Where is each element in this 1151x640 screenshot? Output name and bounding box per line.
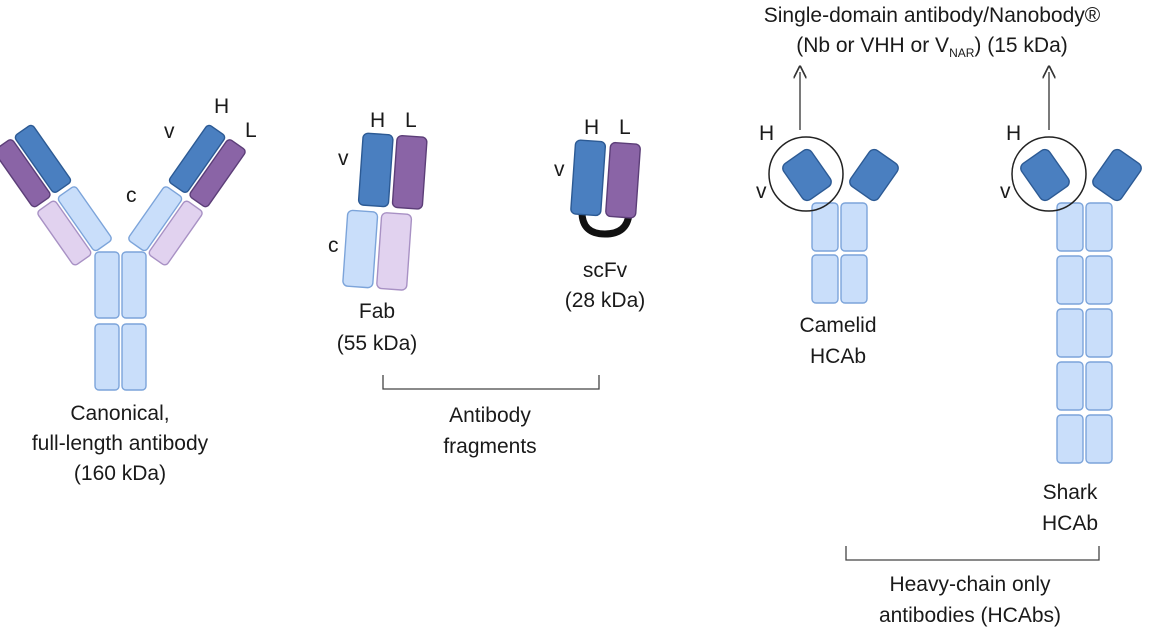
- canonical-h-label: H: [214, 95, 229, 118]
- canonical-c-label: c: [126, 184, 137, 207]
- camelid-caption-1: Camelid: [799, 314, 876, 337]
- camelid-h-label: H: [759, 122, 774, 145]
- camelid-vhh-domain: [782, 148, 832, 202]
- canonical-ch-domain: [94, 251, 120, 319]
- fab-l-label: L: [405, 109, 417, 132]
- shark-ch-domain: [1085, 308, 1113, 358]
- fab-vh-domain: [357, 132, 394, 208]
- canonical-cl-domain: [148, 200, 203, 266]
- shark-hcab: H v Shark HCAb: [1000, 72, 1142, 535]
- canonical-v-label: v: [164, 120, 175, 143]
- scfv-linker: [578, 208, 633, 238]
- camelid-ch-domain: [840, 202, 868, 252]
- scfv-vh-domain: [570, 139, 607, 217]
- camelid-ch-domain: [811, 254, 839, 304]
- scfv-h-label: H: [584, 116, 599, 139]
- canonical-vl-domain: [189, 139, 246, 208]
- shark-h-label: H: [1006, 122, 1021, 145]
- scfv-l-label: L: [619, 116, 631, 139]
- nanobody-title-line2: (Nb or VHH or VNAR) (15 kDa): [796, 34, 1068, 60]
- fab-vl-domain: [391, 134, 428, 210]
- shark-ch-domain: [1085, 361, 1113, 411]
- canonical-ch-domain: [121, 323, 147, 391]
- camelid-ch-domain: [840, 254, 868, 304]
- canonical-cl-domain: [37, 200, 92, 266]
- canonical-caption-2: full-length antibody: [32, 432, 209, 455]
- canonical-vh-domain: [168, 124, 226, 194]
- fab-v-label: v: [338, 147, 349, 170]
- shark-vnar-domain: [1020, 148, 1070, 202]
- scfv-caption-2: (28 kDa): [565, 289, 646, 312]
- shark-ch-domain: [1056, 414, 1084, 464]
- camelid-ch-domain: [811, 202, 839, 252]
- shark-vnar-highlight: [1011, 136, 1087, 212]
- scfv-v-label: v: [554, 158, 565, 181]
- fab-h-label: H: [370, 109, 385, 132]
- scfv-caption-1: scFv: [583, 259, 628, 282]
- camelid-hcab: H v Camelid HCAb: [756, 72, 899, 368]
- canonical-ch-domain: [128, 186, 183, 252]
- canonical-ch-domain: [57, 186, 112, 252]
- scfv-vl-domain: [605, 141, 641, 219]
- hcab-bracket: Heavy-chain only antibodies (HCAbs): [845, 546, 1100, 627]
- camelid-caption-2: HCAb: [810, 345, 866, 368]
- fab-fragment: H L v c Fab (55 kDa): [328, 109, 428, 355]
- fab-caption-2: (55 kDa): [337, 332, 418, 355]
- shark-ch-domain: [1085, 202, 1113, 252]
- shark-ch-domain: [1056, 308, 1084, 358]
- nanobody-title: Single-domain antibody/Nanobody® (Nb or …: [764, 4, 1101, 60]
- shark-caption-2: HCAb: [1042, 512, 1098, 535]
- shark-ch-domain: [1056, 202, 1084, 252]
- nanobody-title-line1: Single-domain antibody/Nanobody®: [764, 4, 1101, 27]
- camelid-v-label: v: [756, 180, 767, 203]
- fab-c-label: c: [328, 234, 339, 257]
- fragments-bracket: Antibody fragments: [382, 375, 600, 458]
- shark-ch-domain: [1085, 414, 1113, 464]
- fab-ch-domain: [342, 209, 379, 289]
- canonical-vl-domain: [0, 139, 51, 208]
- camelid-vhh-domain: [849, 148, 899, 202]
- canonical-ch-domain: [121, 251, 147, 319]
- fragments-label-1: Antibody: [449, 404, 531, 427]
- canonical-caption-1: Canonical,: [70, 402, 169, 425]
- hcab-label-2: antibodies (HCAbs): [879, 604, 1061, 627]
- hcab-label-1: Heavy-chain only: [889, 573, 1051, 596]
- canonical-vh-domain: [14, 124, 72, 194]
- shark-v-label: v: [1000, 180, 1011, 203]
- shark-ch-domain: [1056, 361, 1084, 411]
- canonical-antibody: H L v c Canonical, full-length antibody …: [0, 95, 257, 485]
- shark-caption-1: Shark: [1043, 481, 1098, 504]
- canonical-caption-3: (160 kDa): [74, 462, 166, 485]
- shark-ch-domain: [1056, 255, 1084, 305]
- fab-caption-1: Fab: [359, 300, 395, 323]
- shark-vnar-domain: [1092, 148, 1142, 202]
- fab-cl-domain: [376, 212, 413, 291]
- canonical-ch-domain: [94, 323, 120, 391]
- camelid-vhh-highlight: [768, 136, 844, 212]
- shark-ch-domain: [1085, 255, 1113, 305]
- scfv-fragment: H L v scFv (28 kDa): [554, 116, 645, 312]
- canonical-l-label: L: [245, 119, 257, 142]
- fragments-label-2: fragments: [443, 435, 536, 458]
